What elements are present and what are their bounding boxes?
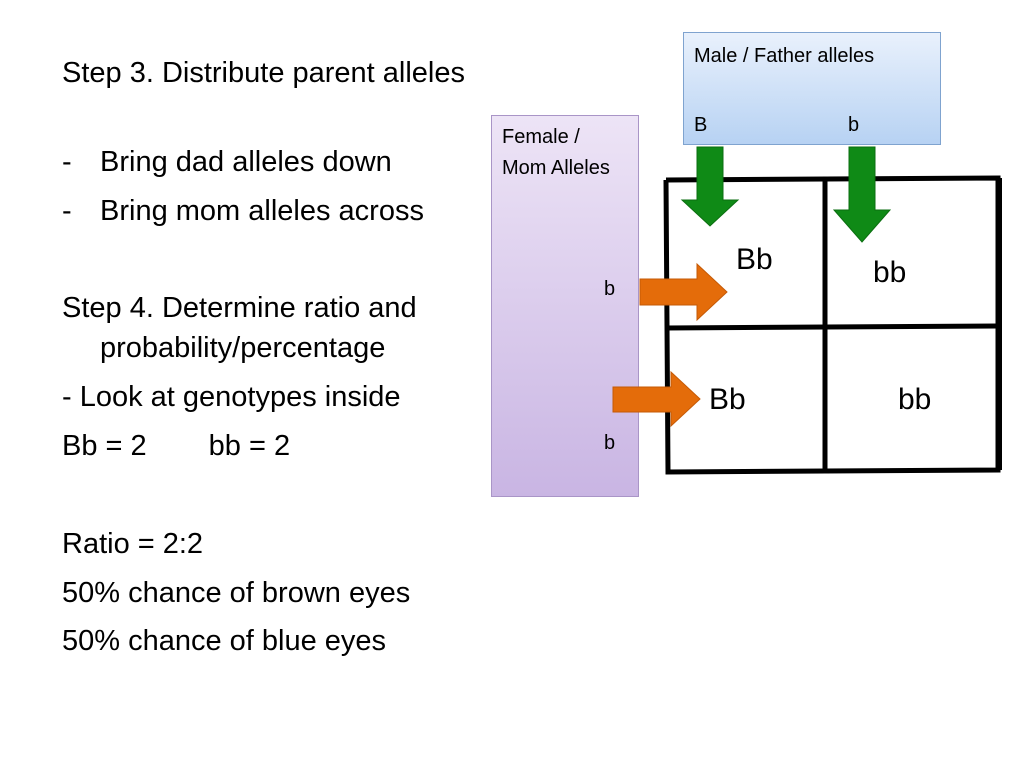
genotype-counts: Bb = 2 bb = 2 <box>62 426 482 466</box>
male-allele-1: B <box>694 114 708 136</box>
count-bb-upper: Bb = 2 <box>62 430 147 462</box>
step3-bullet-1: -Bring dad alleles down <box>62 142 520 182</box>
cell-top-left-genotype: Bb <box>736 243 773 276</box>
step4-heading: Step 4. Determine ratio and probability/… <box>62 292 417 364</box>
down-arrow-icon <box>832 146 892 243</box>
cell-top-right-genotype: bb <box>873 256 907 289</box>
brown-eyes-text: 50% chance of brown eyes <box>62 577 411 609</box>
male-alleles-label: Male / Father alleles <box>694 45 875 67</box>
female-alleles-box: Female / Mom Alleles b b <box>491 115 639 497</box>
female-alleles-label: Female / Mom Alleles <box>502 126 610 179</box>
cell-bottom-right-genotype: bb <box>898 383 932 416</box>
grid-outer-border <box>663 175 1001 475</box>
step3-heading: Step 3. Distribute parent alleles <box>62 57 465 89</box>
right-arrow-icon <box>612 370 701 428</box>
blue-eyes-text: 50% chance of blue eyes <box>62 625 387 657</box>
step4-line-genotypes: - Look at genotypes inside <box>62 381 401 413</box>
female-allele-1: b <box>604 278 616 300</box>
female-allele-2: b <box>604 432 616 454</box>
bullet-text: Bring mom alleles across <box>100 195 424 227</box>
step3-bullet-2: -Bring mom alleles across <box>62 191 520 231</box>
bullet-dash: - <box>62 195 72 227</box>
male-alleles-box: Male / Father alleles B b <box>683 32 941 145</box>
punnett-square-grid <box>663 175 1002 475</box>
grid-horizontal-divider <box>665 323 999 331</box>
bullet-text: Bring dad alleles down <box>100 146 392 178</box>
count-bb-lower: bb = 2 <box>208 430 291 462</box>
right-arrow-icon <box>639 262 728 322</box>
male-allele-2: b <box>848 114 860 136</box>
cell-bottom-left-genotype: Bb <box>709 383 746 416</box>
down-arrow-icon <box>680 146 740 227</box>
bullet-dash: - <box>62 146 72 178</box>
ratio-text: Ratio = 2:2 <box>62 528 204 560</box>
